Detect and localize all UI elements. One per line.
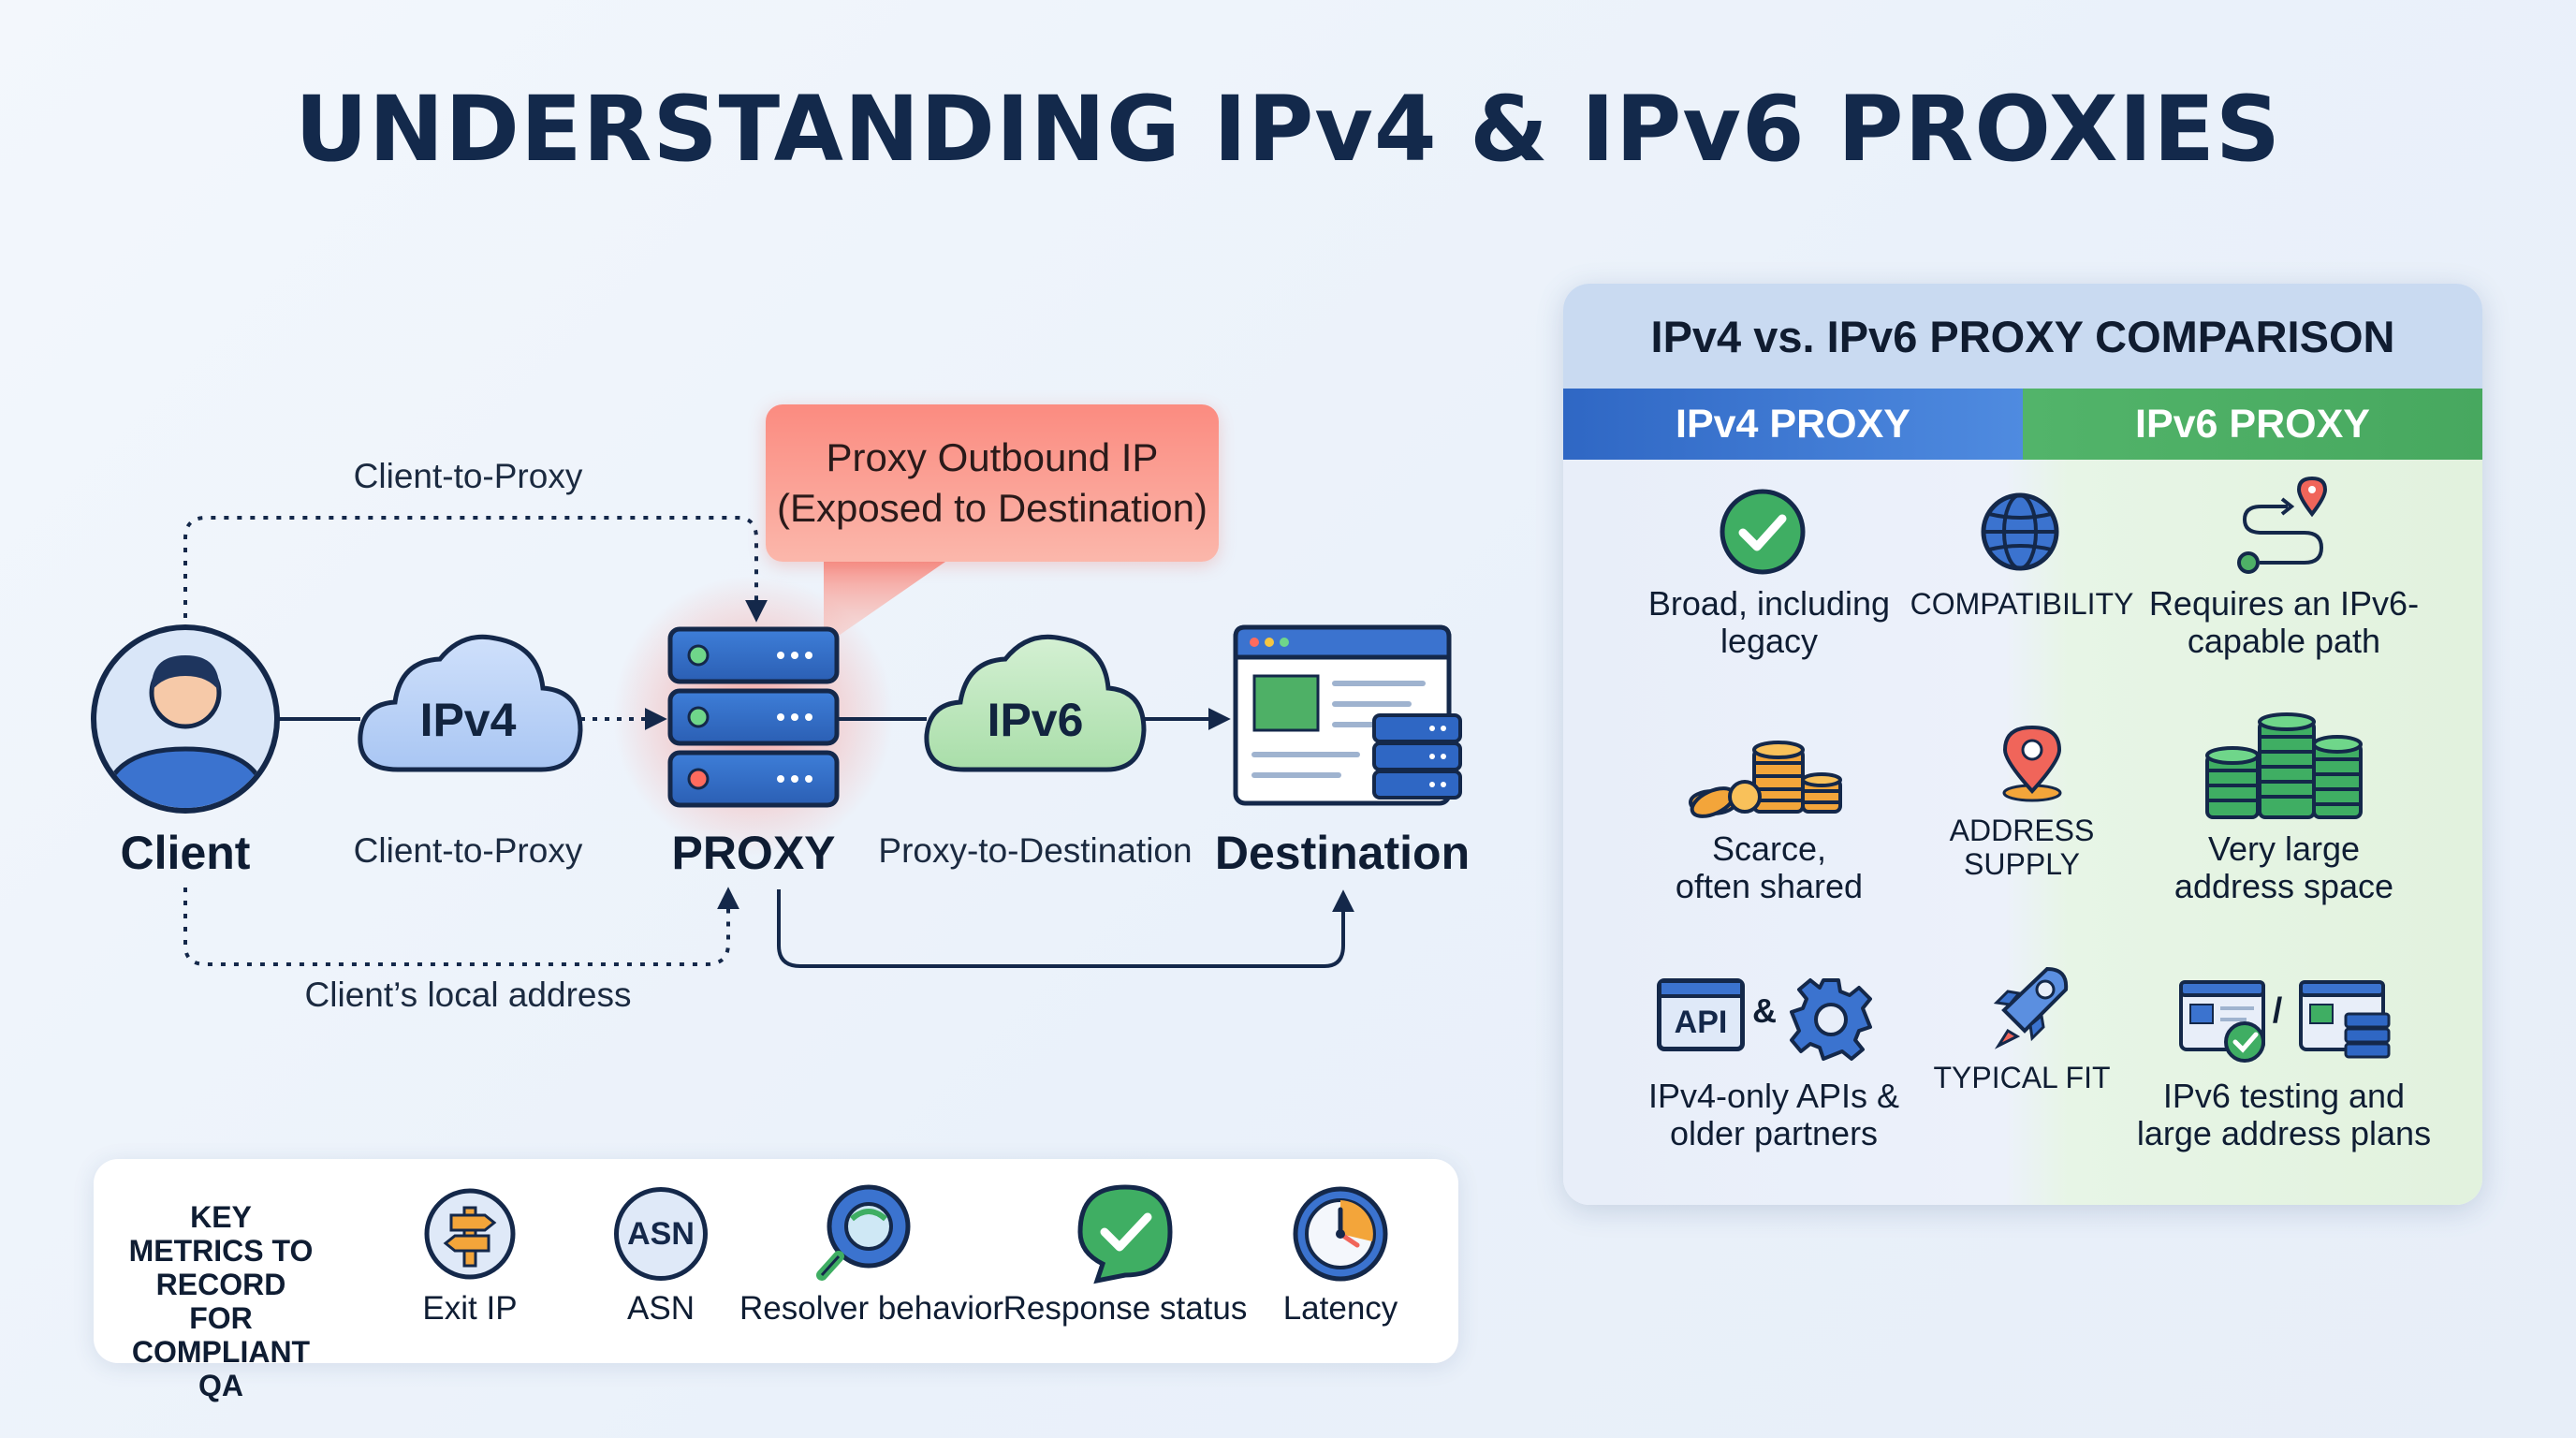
- ipv4-cloud-label: IPv4: [419, 694, 517, 746]
- page-title: UNDERSTANDING IPv4 & IPv6 PROXIES: [294, 77, 2282, 182]
- api-icon-text: API: [1674, 1005, 1728, 1040]
- ipv6-address-supply-text: Very large address space: [2174, 829, 2394, 905]
- client-user-icon: [91, 624, 280, 814]
- resolver-magnifier-icon: [816, 1184, 911, 1281]
- client-label: Client: [120, 827, 251, 879]
- compatibility-aspect-label: COMPATIBILITY: [1910, 587, 2134, 621]
- exit-ip-signpost-icon: [424, 1188, 516, 1280]
- location-pin-icon: [2002, 725, 2062, 802]
- proxy-label: PROXY: [671, 827, 836, 879]
- metric-asn-label: ASN: [627, 1290, 695, 1327]
- metric-latency-label: Latency: [1282, 1290, 1398, 1327]
- comparison-panel: IPv4 vs. IPv6 PROXY COMPARISON IPv4 PROX…: [1563, 284, 2482, 1205]
- comparison-body: [1563, 460, 2482, 1205]
- rocket-icon: [1993, 966, 2069, 1049]
- ipv4-cloud-icon: [358, 634, 583, 772]
- proxy-outbound-ip-callout: Proxy Outbound IP (Exposed to Destinatio…: [766, 404, 1219, 562]
- proxy-destination-return-path: [777, 889, 1354, 968]
- latency-clock-icon: [1293, 1186, 1388, 1282]
- client-to-proxy-label: Client-to-Proxy: [353, 831, 583, 870]
- client-local-address-path: [183, 887, 739, 966]
- top-client-to-proxy-label: Client-to-Proxy: [353, 457, 583, 495]
- ipv6-typical-fit-text: IPv6 testing and large address plans: [2136, 1077, 2432, 1152]
- ampersand: &: [1752, 991, 1777, 1030]
- client-local-address-label: Client’s local address: [304, 976, 632, 1014]
- check-circle-icon: [1720, 489, 1806, 575]
- asn-badge-icon: ASN: [614, 1187, 708, 1281]
- api-icon: API: [1657, 978, 1745, 1051]
- ipv6-cloud-icon: [924, 634, 1147, 772]
- key-metrics-title: KEY METRICS TO RECORD FOR COMPLIANT QA: [128, 1200, 314, 1402]
- web-server-icon: [2179, 980, 2391, 1063]
- destination-website-icon: [1233, 624, 1462, 806]
- gear-icon: [1790, 978, 1872, 1061]
- ipv4-proxy-column-header: IPv4 PROXY: [1563, 389, 2023, 460]
- proxy-flow-diagram: [91, 516, 1462, 968]
- ipv6-cloud-label: IPv6: [987, 694, 1084, 746]
- globe-icon: [1981, 492, 2059, 571]
- typical-fit-aspect-label: TYPICAL FIT: [1933, 1061, 2111, 1094]
- ipv6-compatibility-text: Requires an IPv6- capable path: [2148, 584, 2420, 660]
- metric-response-status-label: Response status: [1003, 1290, 1248, 1327]
- proxy-server-icon: [667, 626, 840, 808]
- comparison-title: IPv4 vs. IPv6 PROXY COMPARISON: [1563, 284, 2482, 389]
- destination-label: Destination: [1214, 827, 1471, 879]
- ipv4-compatibility-text: Broad, including legacy: [1647, 584, 1891, 660]
- route-pin-icon: [2237, 476, 2328, 574]
- ipv6-proxy-column-header: IPv6 PROXY: [2023, 389, 2482, 460]
- metric-exit-ip-label: Exit IP: [422, 1290, 518, 1327]
- large-coin-stacks-icon: [2205, 712, 2363, 819]
- response-status-check-icon: [1077, 1184, 1173, 1284]
- key-metrics-panel: KEY METRICS TO RECORD FOR COMPLIANT QA A…: [94, 1159, 1458, 1402]
- ipv4-address-supply-text: Scarce, often shared: [1675, 829, 1864, 905]
- address-supply-aspect-label: ADDRESS SUPPLY: [1949, 814, 2095, 881]
- slash-separator: /: [2272, 991, 2283, 1031]
- coin-stacks-icon: [1689, 741, 1842, 818]
- proxy-to-destination-label: Proxy-to-Destination: [878, 831, 1193, 870]
- metric-resolver-behavior-label: Resolver behavior: [739, 1290, 1004, 1327]
- ipv4-typical-fit-text: IPv4-only APIs & older partners: [1647, 1077, 1900, 1152]
